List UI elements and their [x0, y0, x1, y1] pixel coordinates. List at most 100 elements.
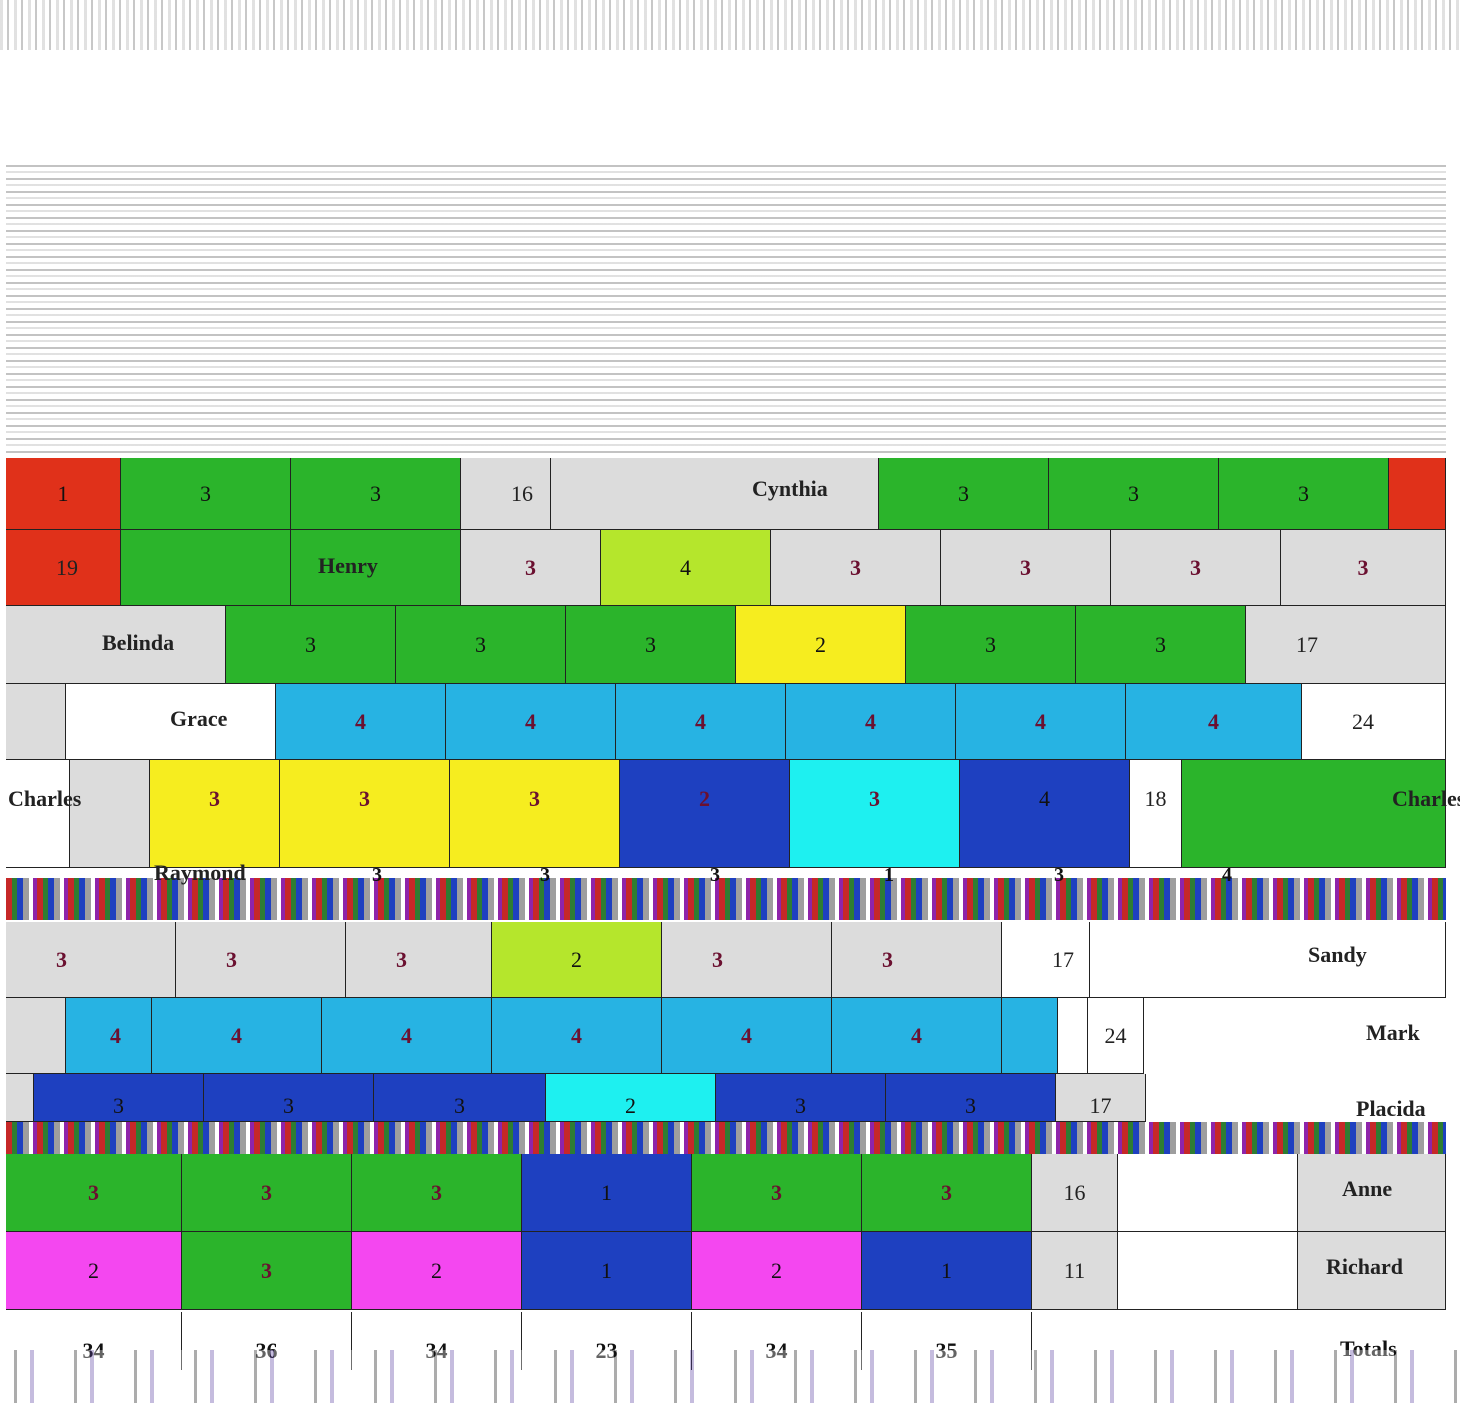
grid-cell: 3	[182, 1154, 352, 1232]
bottom-noise-strip	[0, 1350, 1460, 1403]
grid-cell	[6, 1074, 34, 1122]
grid-cell: 4	[662, 998, 832, 1074]
grid-cell: 3	[716, 1074, 886, 1122]
grid-cell: 2	[352, 1232, 522, 1310]
grid-cell: 3	[34, 1074, 204, 1122]
grid-cell: 3	[226, 606, 396, 684]
grid-cell: 3	[1111, 530, 1281, 606]
noise-band	[6, 878, 1446, 920]
person-name-label: Belinda	[102, 630, 175, 655]
grid-cell: 3	[150, 760, 280, 868]
total-cell: 34	[692, 1312, 862, 1370]
grid-cell: 1	[522, 1154, 692, 1232]
totals-row	[6, 1312, 1446, 1370]
grid-cell: 1	[522, 1232, 692, 1310]
grid-cell: 3	[879, 458, 1049, 530]
grid-cell: 4	[322, 998, 492, 1074]
header-strip	[0, 0, 1460, 50]
grid-cell	[1182, 760, 1446, 868]
grid-cell: 3	[941, 530, 1111, 606]
person-name-label: Richard	[1326, 1254, 1403, 1279]
grid-cell: 2	[6, 1232, 182, 1310]
grid-cell	[291, 530, 461, 606]
grid-cell: 4	[446, 684, 616, 760]
grid-cell: 24	[1088, 998, 1144, 1074]
person-name-label: Cynthia	[752, 476, 828, 501]
grid-cell: 17	[1056, 1074, 1146, 1122]
grid-cell: 3	[1281, 530, 1446, 606]
grid-cell	[1298, 1154, 1446, 1232]
band-number: 3	[540, 864, 550, 886]
grid-cell	[1090, 922, 1446, 998]
grid-cell	[6, 998, 66, 1074]
person-name-label: Henry	[318, 553, 378, 578]
grid-cell: 4	[66, 998, 152, 1074]
grid-cell: 2	[620, 760, 790, 868]
grid-cell	[6, 760, 70, 868]
grid-cell: 3	[461, 530, 601, 606]
grid-cell: 3	[352, 1154, 522, 1232]
grid-cell: 3	[291, 458, 461, 530]
person-name-label: Charles	[8, 786, 82, 811]
grid-cell: 3	[346, 922, 492, 998]
band-number: 4	[1222, 864, 1232, 886]
total-cell: 34	[352, 1312, 522, 1370]
grid-cell: 2	[546, 1074, 716, 1122]
grid-cell: 19	[6, 530, 121, 606]
grid-cell	[6, 684, 66, 760]
grid-cell	[1298, 1232, 1446, 1310]
band-number: 3	[372, 864, 382, 886]
person-name-label: Charles	[1392, 786, 1460, 811]
grid-cell	[1389, 458, 1446, 530]
total-cell: 34	[6, 1312, 182, 1370]
total-cell: 35	[862, 1312, 1032, 1370]
person-name-label: Grace	[170, 706, 228, 731]
grid-cell: 3	[692, 1154, 862, 1232]
grid-cell: 3	[6, 1154, 182, 1232]
grid-cell: 3	[374, 1074, 546, 1122]
grid-cell: 3	[204, 1074, 374, 1122]
person-name-label: Anne	[1342, 1176, 1393, 1201]
grid-cell: 4	[492, 998, 662, 1074]
grid-cell: 3	[886, 1074, 1056, 1122]
grid-cell: 4	[601, 530, 771, 606]
grid-cell: 1	[6, 458, 121, 530]
grid-cell: 4	[276, 684, 446, 760]
grid-cell	[70, 760, 150, 868]
grid-cell: 3	[450, 760, 620, 868]
grid-cell: 3	[662, 922, 832, 998]
total-cell: 36	[182, 1312, 352, 1370]
grid-cell: 4	[960, 760, 1130, 868]
grid-cell	[66, 684, 276, 760]
grid-cell: 16	[1032, 1154, 1118, 1232]
grid-cell: 4	[1126, 684, 1302, 760]
person-name-label: Raymond	[154, 860, 246, 885]
column-header-area	[6, 165, 1446, 455]
grid-cell: 1	[862, 1232, 1032, 1310]
band-number: 3	[1054, 864, 1064, 886]
grid-cell: 4	[616, 684, 786, 760]
grid-cell: 17	[1002, 922, 1090, 998]
person-name-label: Sandy	[1308, 942, 1367, 967]
grid-cell: 3	[1049, 458, 1219, 530]
grid-cell: 3	[790, 760, 960, 868]
grid-cell: 3	[771, 530, 941, 606]
grid-cell	[121, 530, 291, 606]
grid-cell: 4	[786, 684, 956, 760]
person-name-label: Mark	[1366, 1020, 1420, 1045]
grid-cell: 3	[176, 922, 346, 998]
grid-cell: 17	[1246, 606, 1446, 684]
grid-cell: 3	[906, 606, 1076, 684]
grid-cell	[551, 458, 879, 530]
person-name-label: Placida	[1356, 1096, 1426, 1121]
grid-cell: 11	[1032, 1232, 1118, 1310]
grid-cell: 4	[956, 684, 1126, 760]
grid-cell: 3	[121, 458, 291, 530]
grid-cell: 3	[862, 1154, 1032, 1232]
grid-cell	[1002, 998, 1058, 1074]
grid-cell: 3	[832, 922, 1002, 998]
noise-band	[6, 1122, 1446, 1154]
totals-label: Totals	[1340, 1336, 1397, 1361]
grid-cell: 2	[492, 922, 662, 998]
grid-cell: 3	[182, 1232, 352, 1310]
